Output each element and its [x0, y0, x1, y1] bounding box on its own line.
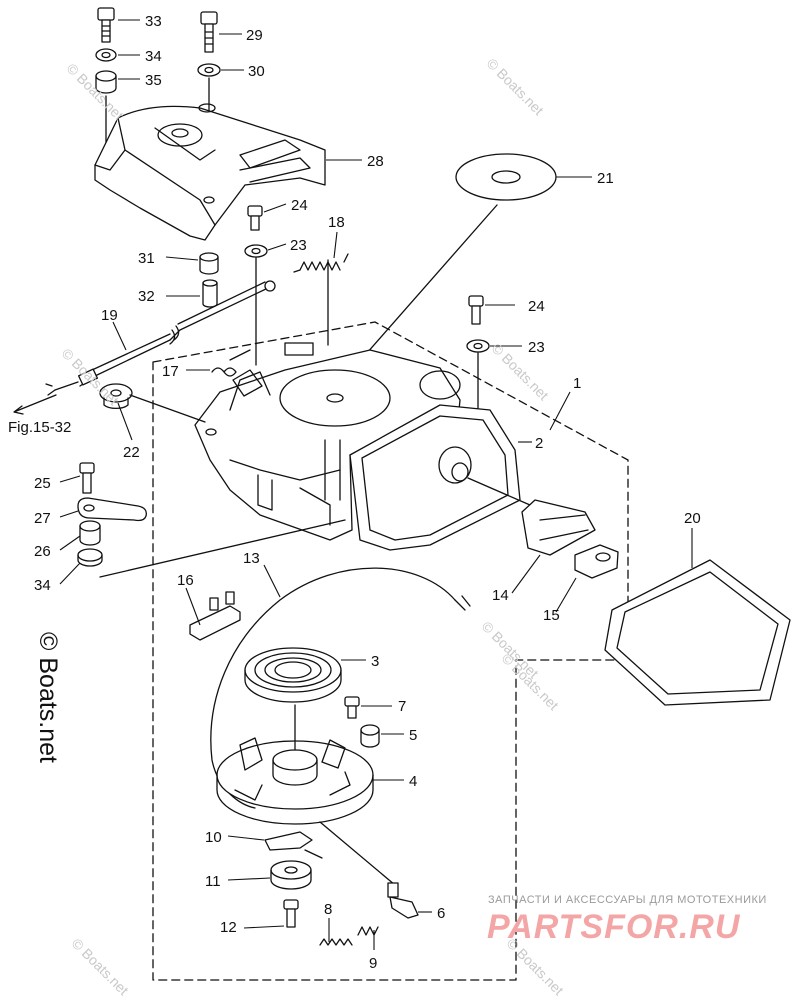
callout-22: 22 — [123, 444, 140, 461]
callout-27: 27 — [34, 510, 51, 527]
callout-23: 23 — [528, 339, 545, 356]
starter-case-1 — [194, 342, 461, 541]
cap-11 — [270, 860, 312, 890]
washer-21 — [455, 153, 557, 201]
callout-12: 12 — [220, 919, 237, 936]
ratchet-10 — [264, 831, 313, 851]
callout-19: 19 — [101, 307, 118, 324]
callout-1: 1 — [573, 375, 581, 392]
collar-22 — [99, 383, 133, 410]
starter-cover-28 — [94, 103, 326, 241]
callout-16: 16 — [177, 572, 194, 589]
washer-34-top — [95, 48, 117, 62]
cable-19 — [45, 280, 276, 396]
callout-29: 29 — [246, 27, 263, 44]
callout-10: 10 — [205, 829, 222, 846]
guide-16 — [189, 591, 241, 641]
assembly-dashed-outline — [152, 321, 629, 981]
callout-20: 20 — [684, 510, 701, 527]
bolt-24-right — [468, 295, 484, 325]
callout-8: 8 — [324, 901, 332, 918]
handle-14 — [521, 499, 596, 556]
washer-23-right — [466, 339, 490, 353]
ratchet-6 — [387, 882, 419, 919]
callout-25: 25 — [34, 475, 51, 492]
callout-4: 4 — [409, 773, 417, 790]
link-27 — [77, 497, 147, 522]
collar-5 — [360, 724, 380, 748]
callout-24: 24 — [528, 298, 545, 315]
callout-6: 6 — [437, 905, 445, 922]
callout-11: 11 — [205, 873, 221, 890]
callout-14: 14 — [492, 587, 509, 604]
seal-20 — [604, 559, 791, 706]
callout-30: 30 — [248, 63, 265, 80]
callout-9: 9 — [369, 955, 377, 972]
callout-21: 21 — [597, 170, 614, 187]
callout-7: 7 — [398, 698, 406, 715]
brand-logo: PARTSFOR.RU — [487, 908, 741, 946]
spring-18 — [293, 253, 349, 273]
plug-15 — [574, 544, 619, 579]
spring-8 — [319, 938, 353, 946]
bolt-7 — [344, 696, 360, 719]
reference-arrow — [13, 394, 57, 415]
copyright-text: © Boats.net — [34, 632, 62, 763]
callout-26: 26 — [34, 543, 51, 560]
callout-24: 24 — [291, 197, 308, 214]
washer-34-lower — [77, 548, 103, 567]
spring-9 — [357, 926, 379, 936]
bolt-12 — [283, 899, 299, 928]
callout-34: 34 — [34, 577, 51, 594]
callout-18: 18 — [328, 214, 345, 231]
bolt-24-upper — [247, 205, 263, 231]
callout-17: 17 — [162, 363, 179, 380]
callout-13: 13 — [243, 550, 260, 567]
collar-31 — [199, 252, 219, 275]
callout-32: 32 — [138, 288, 155, 305]
callout-3: 3 — [371, 653, 379, 670]
brand-tagline: ЗАПЧАСТИ И АКСЕССУАРЫ ДЛЯ МОТОТЕХНИКИ — [488, 894, 767, 906]
callout-2: 2 — [535, 435, 543, 452]
callout-33: 33 — [145, 13, 162, 30]
reel-4 — [216, 704, 374, 825]
spring-17 — [211, 349, 251, 377]
bolt-33 — [97, 7, 115, 43]
callout-23: 23 — [290, 237, 307, 254]
collar-35 — [95, 70, 117, 94]
callout-34: 34 — [145, 48, 162, 65]
washer-30 — [197, 63, 221, 77]
callout-15: 15 — [543, 607, 560, 624]
sleeve-32 — [202, 279, 218, 308]
collar-26 — [79, 520, 101, 546]
reference-label: Fig.15-32 — [8, 419, 71, 436]
callout-31: 31 — [138, 250, 155, 267]
spiral-spring-3 — [244, 647, 342, 703]
washer-23-upper — [244, 244, 268, 258]
bolt-29 — [200, 11, 218, 53]
callout-5: 5 — [409, 727, 417, 744]
callout-35: 35 — [145, 72, 162, 89]
bolt-25 — [79, 462, 95, 494]
callout-28: 28 — [367, 153, 384, 170]
